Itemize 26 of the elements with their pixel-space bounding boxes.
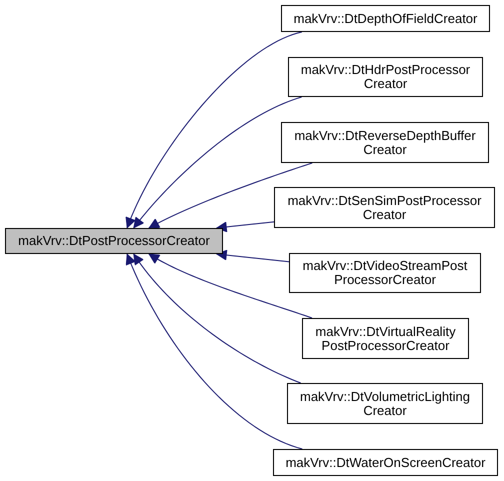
- class-name: makVrv::DtVideoStreamPost ProcessorCreator: [302, 259, 468, 287]
- class-box: [288, 57, 483, 97]
- class-name: makVrv::DtVolumetricLighting Creator: [298, 390, 472, 418]
- class-box: [289, 253, 481, 293]
- class-name: makVrv::DtVirtualReality PostProcessorCreator: [314, 324, 457, 352]
- class-box: [302, 318, 469, 359]
- class-name: makVrv::DtHdrPostProcessor Creator: [300, 63, 472, 91]
- class-name: makVrv::DtWaterOnScreenCreator: [286, 456, 486, 470]
- inheritance-arrow: [148, 162, 313, 228]
- class-name: makVrv::DtPostProcessorCreator: [18, 234, 210, 248]
- inheritance-arrow: [216, 250, 290, 262]
- inheritance-arrow: [133, 254, 302, 384]
- class-box: [274, 187, 495, 228]
- class-box: [287, 383, 483, 424]
- class-name: makVrv::DtReverseDepthBuffer Creator: [293, 128, 477, 156]
- inheritance-arrow: [126, 32, 302, 228]
- inheritance-arrow: [216, 221, 274, 232]
- class-box: [281, 5, 490, 32]
- class-name: makVrv::DtDepthOfFieldCreator: [294, 12, 478, 26]
- inheritance-arrow: [133, 96, 302, 228]
- inheritance-arrow: [148, 254, 313, 318]
- inheritance-arrow: [126, 254, 303, 450]
- class-box: [281, 122, 489, 163]
- class-name: makVrv::DtSenSimPostProcessor Creator: [286, 194, 482, 222]
- class-box: [5, 228, 223, 254]
- class-box: [273, 449, 498, 476]
